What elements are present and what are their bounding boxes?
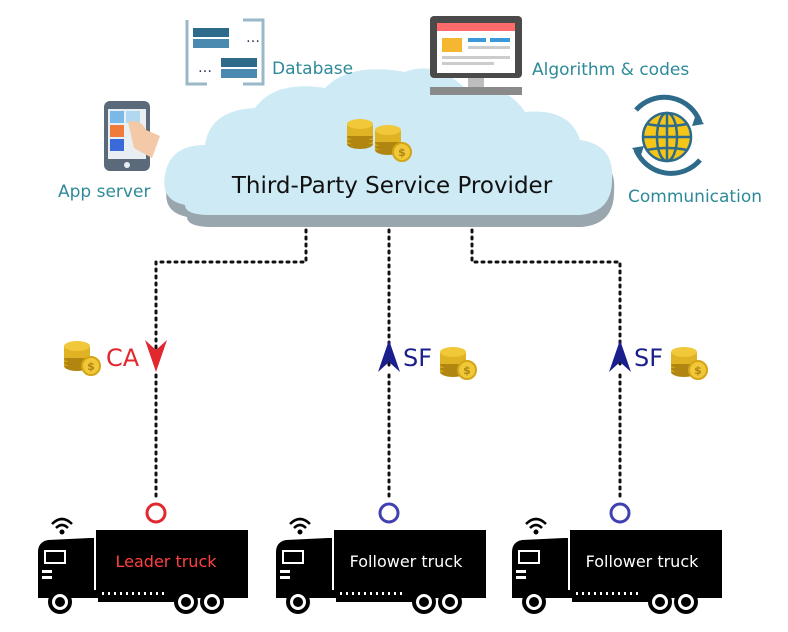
database-icon: … …	[185, 18, 265, 86]
coins-icon	[671, 347, 708, 380]
globe-icon	[632, 94, 704, 176]
follower-truck-1: Follower truck	[276, 517, 486, 614]
truck-icon	[38, 530, 248, 614]
app-server-label: App server	[58, 182, 150, 202]
leader-truck: Leader truck	[38, 517, 248, 614]
svg-text:…: …	[198, 60, 212, 76]
connector-follower-2	[609, 502, 631, 524]
connector-leader	[145, 502, 167, 524]
cloud-title: Third-Party Service Provider	[231, 173, 553, 199]
truck-icon	[512, 530, 722, 614]
truck-label-follower-2: Follower truck	[586, 552, 699, 571]
wifi-icon	[50, 517, 74, 536]
connector-follower-1	[378, 502, 400, 524]
coins-icon	[440, 347, 477, 380]
arrow-down-icon	[145, 340, 167, 372]
link-follower-2	[470, 228, 622, 367]
coins-icon	[64, 341, 101, 376]
link-label-leader: CA	[106, 344, 140, 372]
communication-label: Communication	[628, 187, 762, 207]
truck-label-leader: Leader truck	[116, 552, 218, 571]
link-leader	[154, 228, 308, 367]
link-label-follower-2: SF	[634, 344, 663, 372]
link-label-follower-1: SF	[403, 344, 432, 372]
connection-lines	[154, 228, 622, 502]
database-label: Database	[272, 59, 353, 79]
wifi-icon	[288, 517, 312, 536]
truck-label-follower-1: Follower truck	[350, 552, 463, 571]
phone-icon	[104, 101, 160, 171]
algorithm-label: Algorithm & codes	[532, 60, 689, 80]
svg-text:…: …	[246, 30, 260, 46]
wifi-icon	[524, 517, 548, 536]
monitor-icon	[430, 16, 522, 95]
follower-truck-2: Follower truck	[512, 517, 722, 614]
truck-icon	[276, 530, 486, 614]
arrow-up-icon	[378, 340, 400, 372]
arrow-up-icon	[609, 340, 631, 372]
